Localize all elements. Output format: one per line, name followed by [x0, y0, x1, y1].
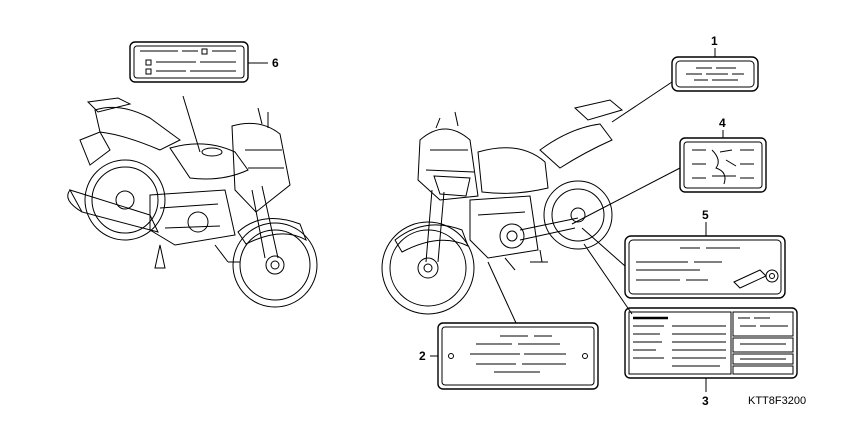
label-4-tire-info-icon	[679, 137, 767, 193]
callout-4: 4	[719, 116, 726, 130]
callout-5: 5	[702, 208, 709, 222]
leader-lines	[182, 48, 724, 392]
callout-6: 6	[272, 56, 279, 70]
callout-3: 3	[702, 394, 709, 408]
label-6-info-icon	[129, 41, 249, 83]
motorcycle-right-icon	[381, 99, 624, 315]
label-3-emission-icon	[624, 307, 798, 379]
label-1-caution-icon	[671, 56, 759, 92]
motorcycle-left-icon	[67, 97, 318, 308]
callout-2: 2	[419, 349, 426, 363]
part-code: KTT8F3200	[748, 395, 806, 407]
label-2-vehicle-plate-icon	[437, 322, 599, 390]
callout-1: 1	[711, 34, 718, 48]
label-5-info-icon	[624, 235, 786, 299]
